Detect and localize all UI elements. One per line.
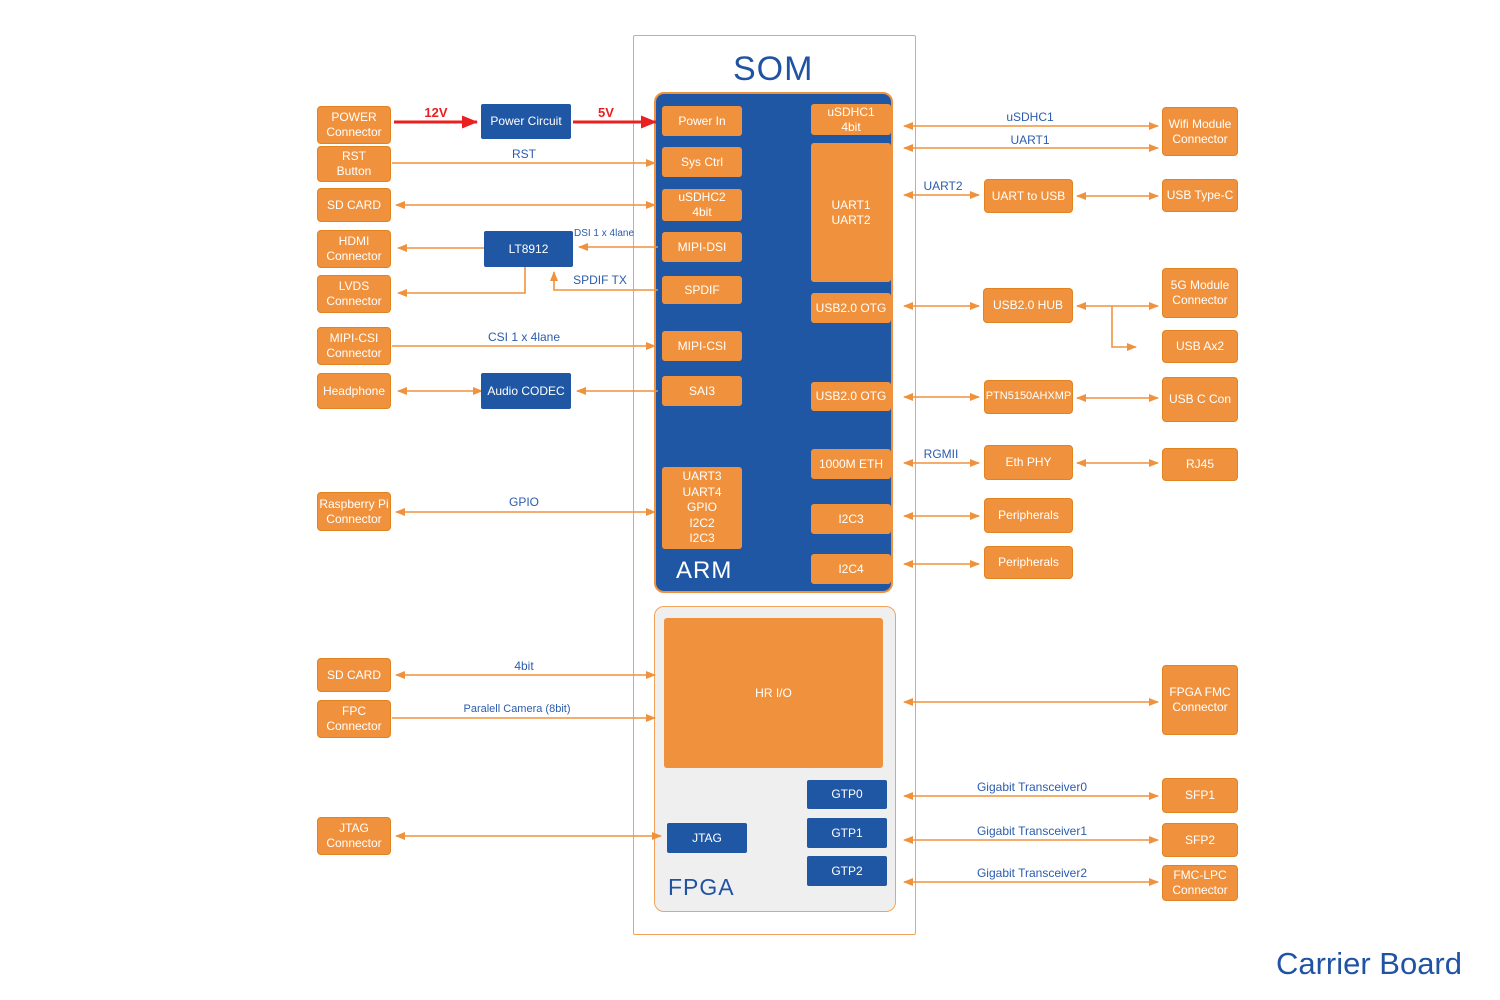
node-5g-module-connector: 5G Module Connector — [1162, 268, 1238, 318]
edge-label-4bit: 4bit — [514, 659, 534, 673]
node-usdhc2: uSDHC2 4bit — [662, 189, 742, 221]
edge-label-usdhc1: uSDHC1 — [1006, 110, 1054, 124]
node-sys-ctrl: Sys Ctrl — [662, 147, 742, 177]
node-sai3: SAI3 — [662, 376, 742, 406]
node-fpga-fmc-connector: FPGA FMC Connector — [1162, 665, 1238, 735]
chip-audio-codec: Audio CODEC — [481, 373, 571, 409]
edge-label-gpio: GPIO — [508, 495, 540, 509]
node-rj45: RJ45 — [1162, 448, 1238, 481]
node-jtag-connector: JTAG Connector — [317, 817, 391, 855]
node-mipi-dsi: MIPI-DSI — [662, 232, 742, 262]
chip-uart-to-usb: UART to USB — [984, 179, 1073, 213]
node-fmc-lpc-connector: FMC-LPC Connector — [1162, 865, 1238, 901]
node-headphone: Headphone — [317, 373, 391, 409]
node-peripherals-b: Peripherals — [984, 546, 1073, 579]
node-power-in: Power In — [662, 106, 742, 136]
node-wifi-module-connector: Wifi Module Connector — [1162, 107, 1238, 156]
edge-label-dsi: DSI 1 x 4lane — [573, 228, 635, 239]
node-usb-ax2: USB Ax2 — [1162, 330, 1238, 363]
node-hr-io: HR I/O — [664, 618, 883, 768]
chip-eth-phy: Eth PHY — [984, 445, 1073, 480]
chip-jtag: JTAG — [667, 823, 747, 853]
edge-label-spdif-tx: SPDIF TX — [573, 273, 627, 287]
edge-label-parallel-camera: Paralell Camera (8bit) — [463, 703, 571, 715]
node-gtp0: GTP0 — [807, 780, 887, 809]
node-raspberry-pi-connector: Raspberry Pi Connector — [317, 492, 391, 531]
node-power-connector: POWER Connector — [317, 106, 391, 144]
chip-power-circuit: Power Circuit — [481, 104, 571, 139]
edge-label-uart1: UART1 — [1010, 133, 1050, 147]
node-peripherals-a: Peripherals — [984, 498, 1073, 533]
node-usb-c-con: USB C Con — [1162, 377, 1238, 422]
edge-label-5v: 5V — [598, 105, 614, 120]
edge-label-gigabit-transceiver0: Gigabit Transceiver0 — [976, 780, 1088, 794]
edge-label-rst: RST — [512, 147, 536, 161]
node-usb20-otg-a: USB2.0 OTG — [811, 293, 891, 323]
node-i2c4: I2C4 — [811, 554, 891, 584]
node-sfp2: SFP2 — [1162, 823, 1238, 857]
node-sd-card-top: SD CARD — [317, 188, 391, 222]
edge-label-12v: 12V — [424, 105, 448, 120]
node-fpc-connector: FPC Connector — [317, 700, 391, 738]
node-sd-card-bottom: SD CARD — [317, 658, 391, 692]
carrier-board-title: Carrier Board — [1275, 946, 1462, 981]
node-uart-gpio-i2c: UART3 UART4 GPIO I2C2 I2C3 — [662, 467, 742, 549]
fpga-label: FPGA — [668, 874, 735, 900]
chip-ptn5150: PTN5150AHXMP — [984, 380, 1073, 414]
node-hdmi-connector: HDMI Connector — [317, 230, 391, 268]
node-gtp1: GTP1 — [807, 818, 887, 848]
signal-edges — [392, 122, 1159, 886]
node-gtp2: GTP2 — [807, 856, 887, 886]
node-usdhc1: uSDHC1 4bit — [811, 104, 891, 135]
node-i2c3: I2C3 — [811, 504, 891, 534]
som-title: SOM — [733, 50, 814, 88]
node-mipi-csi-connector: MIPI-CSI Connector — [317, 327, 391, 365]
edge-label-gigabit-transceiver1: Gigabit Transceiver1 — [976, 824, 1088, 838]
edge-label-uart2: UART2 — [923, 179, 963, 193]
node-rst-button: RST Button — [317, 146, 391, 182]
node-uart1-uart2: UART1 UART2 — [811, 143, 891, 282]
edge-label-rgmii: RGMII — [923, 447, 959, 461]
edge-label-csi: CSI 1 x 4lane — [487, 330, 561, 344]
node-usb20-otg-b: USB2.0 OTG — [811, 382, 891, 411]
node-1000m-eth: 1000M ETH — [811, 449, 891, 479]
node-sfp1: SFP1 — [1162, 778, 1238, 813]
node-lvds-connector: LVDS Connector — [317, 275, 391, 313]
node-spdif: SPDIF — [662, 276, 742, 304]
chip-lt8912: LT8912 — [484, 231, 573, 267]
node-mipi-csi: MIPI-CSI — [662, 331, 742, 361]
edge-label-gigabit-transceiver2: Gigabit Transceiver2 — [976, 866, 1088, 880]
node-usb-type-c: USB Type-C — [1162, 179, 1238, 212]
arm-label: ARM — [676, 557, 733, 584]
chip-usb20-hub: USB2.0 HUB — [983, 288, 1073, 323]
